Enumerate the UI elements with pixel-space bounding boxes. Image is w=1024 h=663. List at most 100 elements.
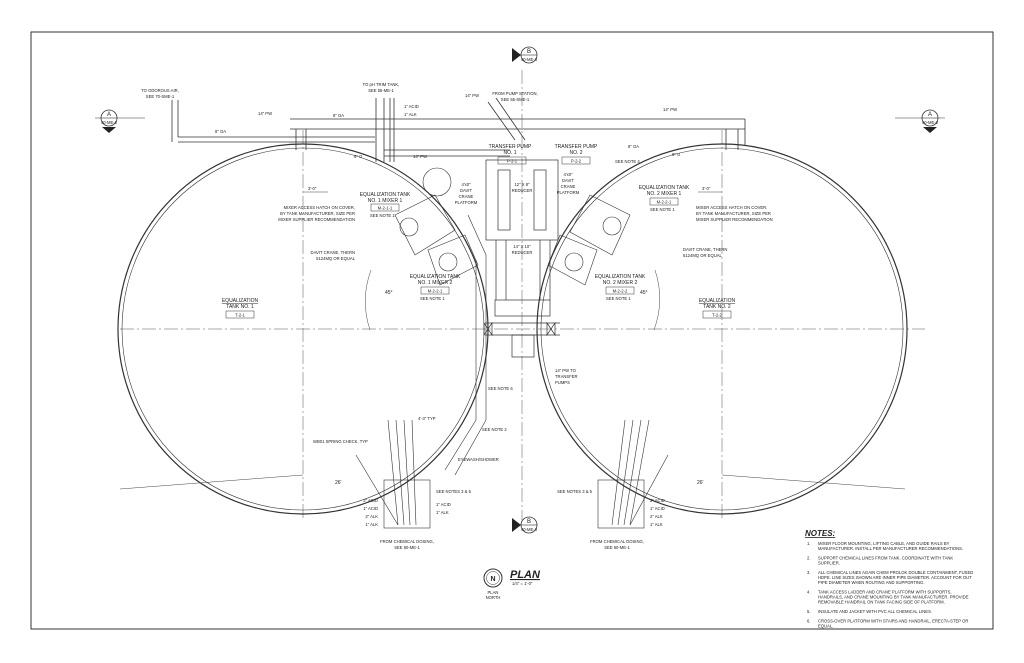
chemical-labels-right: SEE NOTES 3 & 5 2" ACID 1" ACID 2" ALK 1… <box>557 489 665 550</box>
note-line: MANUFACTURER. INSTALL PER MANUFACTURER R… <box>818 546 963 551</box>
tank1-tag: T-2-1 <box>235 313 245 318</box>
top-piping <box>171 97 746 162</box>
hatch-left-2: BY TANK MANUFACTURER, SIZE PER <box>280 211 355 216</box>
chem-left-from-2: SEE 60-ME-1 <box>394 545 420 550</box>
callout-spring-check: WB01 SPRING CHECK, TYP <box>313 439 368 444</box>
platform-right-4: PLATFORM <box>557 190 580 195</box>
mixer3-name-2: NO. 2 MIXER 1 <box>647 191 682 197</box>
note-line: INSULATE AND JACKET WITH PVC ALL CHEMICA… <box>818 609 932 614</box>
north-label-2: NORTH <box>486 595 501 600</box>
north-arrow: N PLAN NORTH <box>483 568 503 600</box>
platform-left-4: PLATFORM <box>455 200 478 205</box>
label-o6-right: 6" O <box>672 152 681 157</box>
chem-left-from-1: FROM CHEMICAL DOSING, <box>380 539 434 544</box>
callout-stair: 4'-3" TYP <box>418 416 436 421</box>
platform-left-3: CRANE <box>459 194 474 199</box>
mixer4-tag: M-2-2-2 <box>613 289 628 294</box>
sheet-border <box>30 31 994 630</box>
note-line: SUPPLIER. <box>818 561 840 566</box>
chem-right-from-1: FROM CHEMICAL DOSING, <box>590 539 644 544</box>
label-to-ph-1: TO pH TRIM TANK, <box>363 82 400 87</box>
section-top-letter: B <box>527 49 531 55</box>
mixer1-name-2: NO. 1 MIXER 1 <box>368 198 403 204</box>
label-pw-to-3: PUMPS <box>555 380 570 385</box>
label-dim-left: 3'-0" <box>308 186 317 191</box>
note-number: 2. <box>807 556 811 561</box>
hatch-right-2: BY TANK MANUFACTURER, SIZE PER <box>696 211 771 216</box>
tank-labels: EQUALIZATION TANK NO. 1 T-2-1 EQUALIZATI… <box>222 298 736 319</box>
mixer1-see-note1: SEE NOTE 1 <box>370 213 395 218</box>
note-line: CROSS-OVER PLATFORM WITH STAIRS AND HAND… <box>818 619 968 624</box>
note-line: EQUAL. <box>818 624 833 629</box>
section-marker-right: A 40-ME-2 <box>895 109 945 133</box>
label-from-pump-2: SEE 55-SME-1 <box>501 97 530 102</box>
hatch-left-3: MIXER SUPPLIER RECOMMENDATION <box>278 217 355 222</box>
label-to-ph-2: SEE 55-ME-1 <box>368 88 394 93</box>
note-number: 6. <box>807 619 811 624</box>
mixer1-tag: M-2-1-1 <box>378 206 393 211</box>
pump-see-note4: SEE NOTE 4 <box>615 159 640 164</box>
tank1-name-2: TANK NO. 1 <box>226 304 254 310</box>
callout-dim26-right: 26' <box>697 480 704 486</box>
note-number: 5. <box>807 609 811 614</box>
tank2-name-1: EQUALIZATION <box>699 298 736 304</box>
label-oa8-mid: 8" OA <box>333 113 344 118</box>
pump1-tag: P-2-1 <box>507 159 518 164</box>
davit-left-2: 5124MQ OR EQUAL <box>316 256 356 261</box>
chemical-labels-left: SEE NOTES 3 & 5 2" ACID 1" ACID 2" ALK 1… <box>363 489 471 550</box>
pump2-tag: P-2-2 <box>571 159 582 164</box>
davit-left-1: DAVIT CRANE, THERN <box>311 250 355 255</box>
pipe-labels: TO ODOROUS AIR, SEE 70-SME-1 8" OA 14" P… <box>141 82 711 385</box>
mixer-labels: EQUALIZATION TANK NO. 1 MIXER 1 M-2-1-1 … <box>360 185 690 301</box>
pump1-name-1: TRANSFER PUMP <box>489 144 532 150</box>
platform-labels: 4'x0" DAVIT CRANE PLATFORM 4'x0" DAVIT C… <box>455 172 580 205</box>
platform-right-3: CRANE <box>561 184 576 189</box>
platform-left-2: DAVIT <box>460 188 472 193</box>
section-bottom-letter: B <box>527 519 531 525</box>
mixer3-name-1: EQUALIZATION TANK <box>639 185 690 191</box>
section-marker-bottom: B 40-ME-3 <box>512 516 538 534</box>
label-dim-right: 3'-0" <box>702 186 711 191</box>
chem-left-alk1: 1" ALK <box>365 522 378 527</box>
section-left-letter: A <box>107 112 111 118</box>
mixer1-name-1: EQUALIZATION TANK <box>360 192 411 198</box>
label-to-odorous-2: SEE 70-SME-1 <box>146 94 175 99</box>
section-left-sheet: 40-ME-2 <box>101 120 118 125</box>
label-oa8-right: 8" OA <box>628 144 639 149</box>
label-from-pump-1: FROM PUMP STATION, <box>492 91 537 96</box>
label-alk1-top: 1" ALK <box>404 112 417 117</box>
chem-right-see-notes: SEE NOTES 3 & 5 <box>557 489 593 494</box>
chem-right-alk1: 1" ALK <box>650 522 663 527</box>
note-line: MIXER FLOOR MOUNTING, LIFTING CABLE, AND… <box>818 541 950 546</box>
chem-right-from-2: SEE 60-ME-1 <box>604 545 630 550</box>
chem-right-acid2: 2" ACID <box>650 498 665 503</box>
plan-scale: 1/4" = 1'-0" <box>512 581 533 586</box>
tank2-name-2: TANK NO. 2 <box>703 304 731 310</box>
note-line: TANK ACCESS LADDER AND CRANE PLATFORM WI… <box>818 590 952 595</box>
general-notes: NOTES: 1.MIXER FLOOR MOUNTING, LIFTING C… <box>805 529 973 629</box>
note-number: 3. <box>807 570 811 575</box>
label-acid1-top: 1" ACID <box>404 104 419 109</box>
note-line: HDPE. LINE SIZES SHOWN ARE INNER PIPE DI… <box>818 575 972 580</box>
chem-left-see-notes: SEE NOTES 3 & 5 <box>436 489 472 494</box>
mixer2-see-note1: SEE NOTE 1 <box>420 296 445 301</box>
note-line: HANDRAILS, AND CRANE MOUNTING BY TANK MA… <box>818 595 969 600</box>
callout-see-note2: SEE NOTE 2 <box>482 427 507 432</box>
mixer4-name-1: EQUALIZATION TANK <box>595 274 646 280</box>
label-pw-to-2: TRANSFER <box>555 374 578 379</box>
note-line: REMOVABLE HANDRAIL ON TANK FACING SIDE O… <box>818 600 945 605</box>
hatch-left-1: MIXER ACCESS HATCH ON COVER, <box>284 205 355 210</box>
equalization-tank-2 <box>536 143 908 515</box>
callout-angle-right: 45° <box>640 290 648 296</box>
pump2-name-1: TRANSFER PUMP <box>555 144 598 150</box>
pump1-name-2: NO. 1 <box>503 150 516 156</box>
north-letter: N <box>490 576 495 583</box>
label-reducer1-2: REDUCER <box>512 188 533 193</box>
chem-left-acid2: 2" ACID <box>363 498 378 503</box>
hatch-right-3: MIXER SUPPLIER RECOMMENDATION <box>696 217 773 222</box>
label-o6-left: 6" O <box>354 154 363 159</box>
mixer-platforms <box>394 167 631 286</box>
chem-right-acid1: 1" ACID <box>650 506 665 511</box>
north-label-1: PLAN <box>488 590 499 595</box>
